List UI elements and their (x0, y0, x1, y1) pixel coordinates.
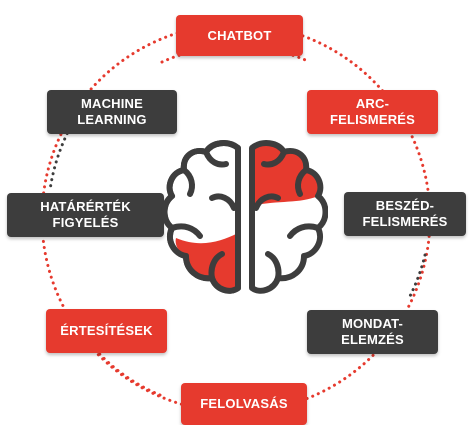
chatbot-tile: CHATBOT (176, 15, 303, 56)
mondat-elemzes-tile: MONDAT- ELEMZÉS (307, 310, 438, 354)
beszed-felismeres-tile: BESZÉD- FELISMERÉS (344, 192, 466, 236)
brain-icon (161, 140, 328, 294)
ertesitesek-tile: ÉRTESÍTÉSEK (46, 309, 167, 353)
arc-felismeres-tile: ARC- FELISMERÉS (307, 90, 438, 134)
hatarertek-figyeles-tile: HATÁRÉRTÉK FIGYELÉS (7, 193, 164, 237)
felolvasas-tile: FELOLVASÁS (181, 383, 307, 425)
machine-learning-tile: MACHINE LEARNING (47, 90, 177, 134)
